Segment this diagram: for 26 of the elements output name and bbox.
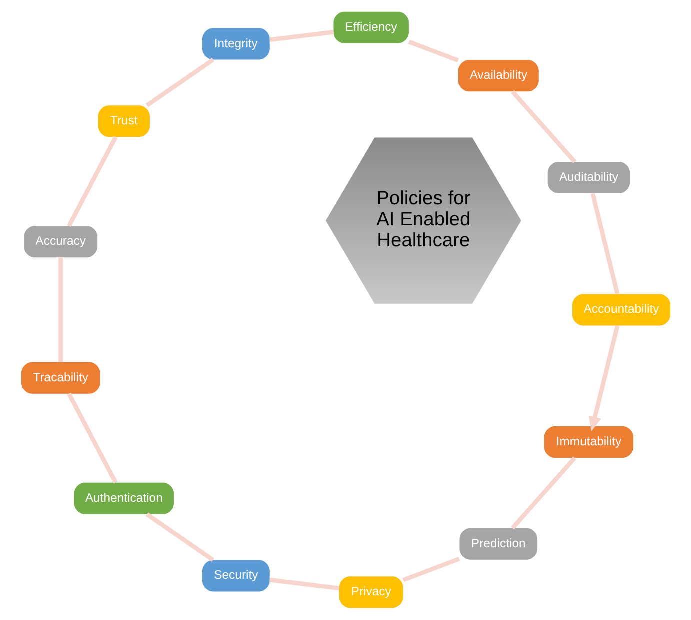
node-box: Prediction <box>459 528 538 560</box>
connector <box>590 193 620 295</box>
connector <box>408 40 459 63</box>
connector <box>145 58 214 108</box>
node-box: Auditability <box>547 162 630 194</box>
connector <box>402 556 460 582</box>
node-box: Immutability <box>544 426 634 458</box>
connector <box>58 258 63 362</box>
node-box: Tracability <box>21 362 100 394</box>
node-box: Integrity <box>202 28 270 60</box>
connector <box>66 136 118 228</box>
node-box: Security <box>202 560 270 592</box>
node-box: Authentication <box>74 482 174 514</box>
connector <box>66 392 118 484</box>
node-box: Privacy <box>338 576 403 608</box>
arrow <box>588 325 620 432</box>
node-box: Availability <box>458 60 538 92</box>
node-box: Accountability <box>572 294 670 326</box>
node-box: Accuracy <box>24 226 98 258</box>
connector <box>269 578 340 591</box>
connector <box>510 456 576 530</box>
connector <box>269 30 334 42</box>
node-box: Trust <box>98 106 150 138</box>
connector <box>510 90 576 164</box>
connector <box>145 512 214 562</box>
node-box: Efficiency <box>333 12 408 44</box>
